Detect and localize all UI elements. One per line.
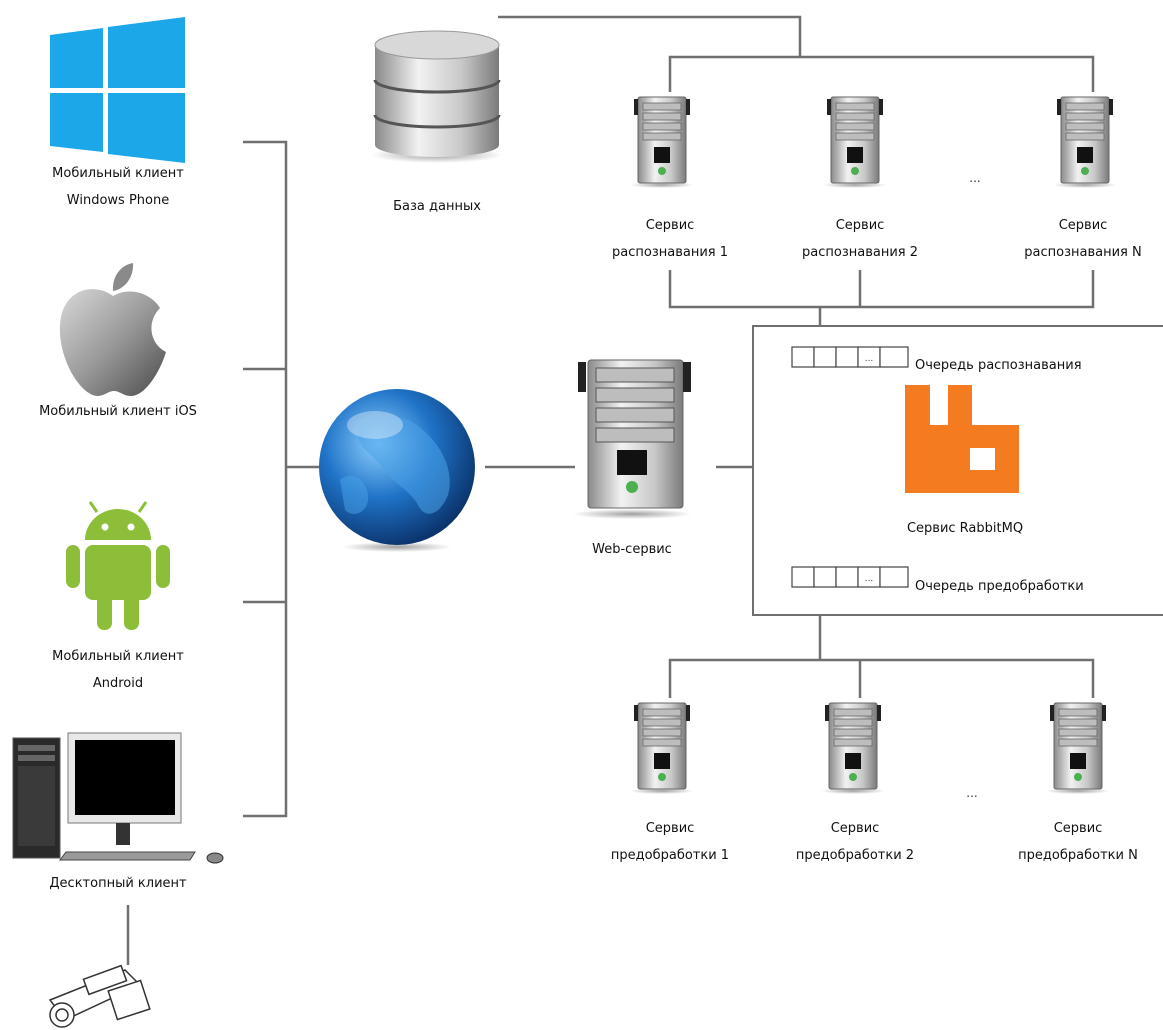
apple-logo-icon xyxy=(59,263,166,396)
preprocessing-service-2-line1: Сервис xyxy=(830,821,880,836)
preprocessing-service-2-line2: предобработки 2 xyxy=(795,848,915,863)
preprocessing-service-2-label: Сервис предобработки 2 xyxy=(775,815,935,869)
client-bus-line xyxy=(243,140,320,818)
preprocessing-service-1-line1: Сервис xyxy=(645,821,695,836)
android-client-label-line2: Android xyxy=(92,676,144,691)
recognition-server-1-icon xyxy=(630,96,694,188)
android-logo-icon xyxy=(66,501,170,630)
rabbitmq-service-label: Сервис RabbitMQ xyxy=(880,515,1050,542)
recognition-service-1-line2: распознавания 1 xyxy=(612,245,728,260)
recognition-service-n-label: Сервис распознавания N xyxy=(1013,212,1153,266)
queue-recognition-label: Очередь распознавания xyxy=(915,352,1082,379)
service-servers xyxy=(630,96,1117,794)
preprocessing-service-1-label: Сервис предобработки 1 xyxy=(590,815,750,869)
winphone-client-label: Мобильный клиент Windows Phone xyxy=(20,160,216,214)
connector-lines xyxy=(126,15,1163,965)
database-icon xyxy=(371,30,503,163)
preprocessing-service-n-line2: предобработки N xyxy=(1018,848,1138,863)
recognition-service-2-line2: распознавания 2 xyxy=(802,245,918,260)
desktop-client-label: Десктопный клиент xyxy=(20,870,216,897)
recognition-server-2-icon xyxy=(823,96,887,188)
ios-client-label-line1: Мобильный клиент iOS xyxy=(39,404,197,419)
queue-preprocessing-label: Очередь предобработки xyxy=(915,573,1084,600)
rabbitmq-service-label-text: Сервис RabbitMQ xyxy=(906,521,1024,536)
database-label: База данных xyxy=(367,193,507,220)
rabbitmq-box xyxy=(752,325,1163,616)
android-client-label-line1: Мобильный клиент xyxy=(52,649,184,664)
recognition-rabbitmq-line xyxy=(668,270,1095,326)
preprocessing-server-1-icon xyxy=(630,702,694,794)
queue-recognition-cell-ellipsis: ... xyxy=(865,354,874,364)
recognition-server-n-icon xyxy=(1053,96,1117,188)
queue-preprocessing-label-text: Очередь предобработки xyxy=(915,579,1084,594)
db-recognition-line xyxy=(498,15,1095,92)
web-service-label: Web-сервис xyxy=(562,536,702,563)
globe-icon xyxy=(319,389,475,552)
recognition-ellipsis: ... xyxy=(969,171,980,185)
database-label-text: База данных xyxy=(393,199,481,214)
rabbitmq-preprocessing-line xyxy=(668,615,1095,698)
rabbitmq-logo-icon xyxy=(905,385,1019,493)
queue-recognition-label-text: Очередь распознавания xyxy=(915,358,1082,373)
winphone-client-label-line1: Мобильный клиент xyxy=(52,166,184,181)
preprocessing-ellipsis: ... xyxy=(966,786,977,800)
android-client-label: Мобильный клиент Android xyxy=(20,643,216,697)
ios-client-label: Мобильный клиент iOS xyxy=(10,398,226,425)
queue-preprocessing-cell-ellipsis: ... xyxy=(865,574,874,584)
desktop-client-label-line1: Десктопный клиент xyxy=(49,876,187,891)
desktop-computer-icon xyxy=(12,732,224,864)
recognition-service-1-line1: Сервис xyxy=(645,218,695,233)
web-service-label-text: Web-сервис xyxy=(592,542,672,557)
queue-recognition-icon xyxy=(791,346,909,368)
recognition-service-n-line1: Сервис xyxy=(1058,218,1108,233)
recognition-service-2-line1: Сервис xyxy=(835,218,885,233)
winphone-client-label-line2: Windows Phone xyxy=(66,193,170,208)
preprocessing-service-n-line1: Сервис xyxy=(1053,821,1103,836)
recognition-service-2-label: Сервис распознавания 2 xyxy=(790,212,930,266)
preprocessing-service-1-line2: предобработки 1 xyxy=(610,848,730,863)
preprocessing-server-2-icon xyxy=(821,702,885,794)
recognition-service-n-line2: распознавания N xyxy=(1024,245,1142,260)
video-camera-icon xyxy=(48,964,151,1028)
web-server-icon xyxy=(572,359,692,519)
queue-preprocessing-icon xyxy=(791,566,909,588)
recognition-service-1-label: Сервис распознавания 1 xyxy=(600,212,740,266)
preprocessing-service-n-label: Сервис предобработки N xyxy=(998,815,1158,869)
preprocessing-server-n-icon xyxy=(1046,702,1110,794)
windows-logo-icon xyxy=(50,17,185,163)
